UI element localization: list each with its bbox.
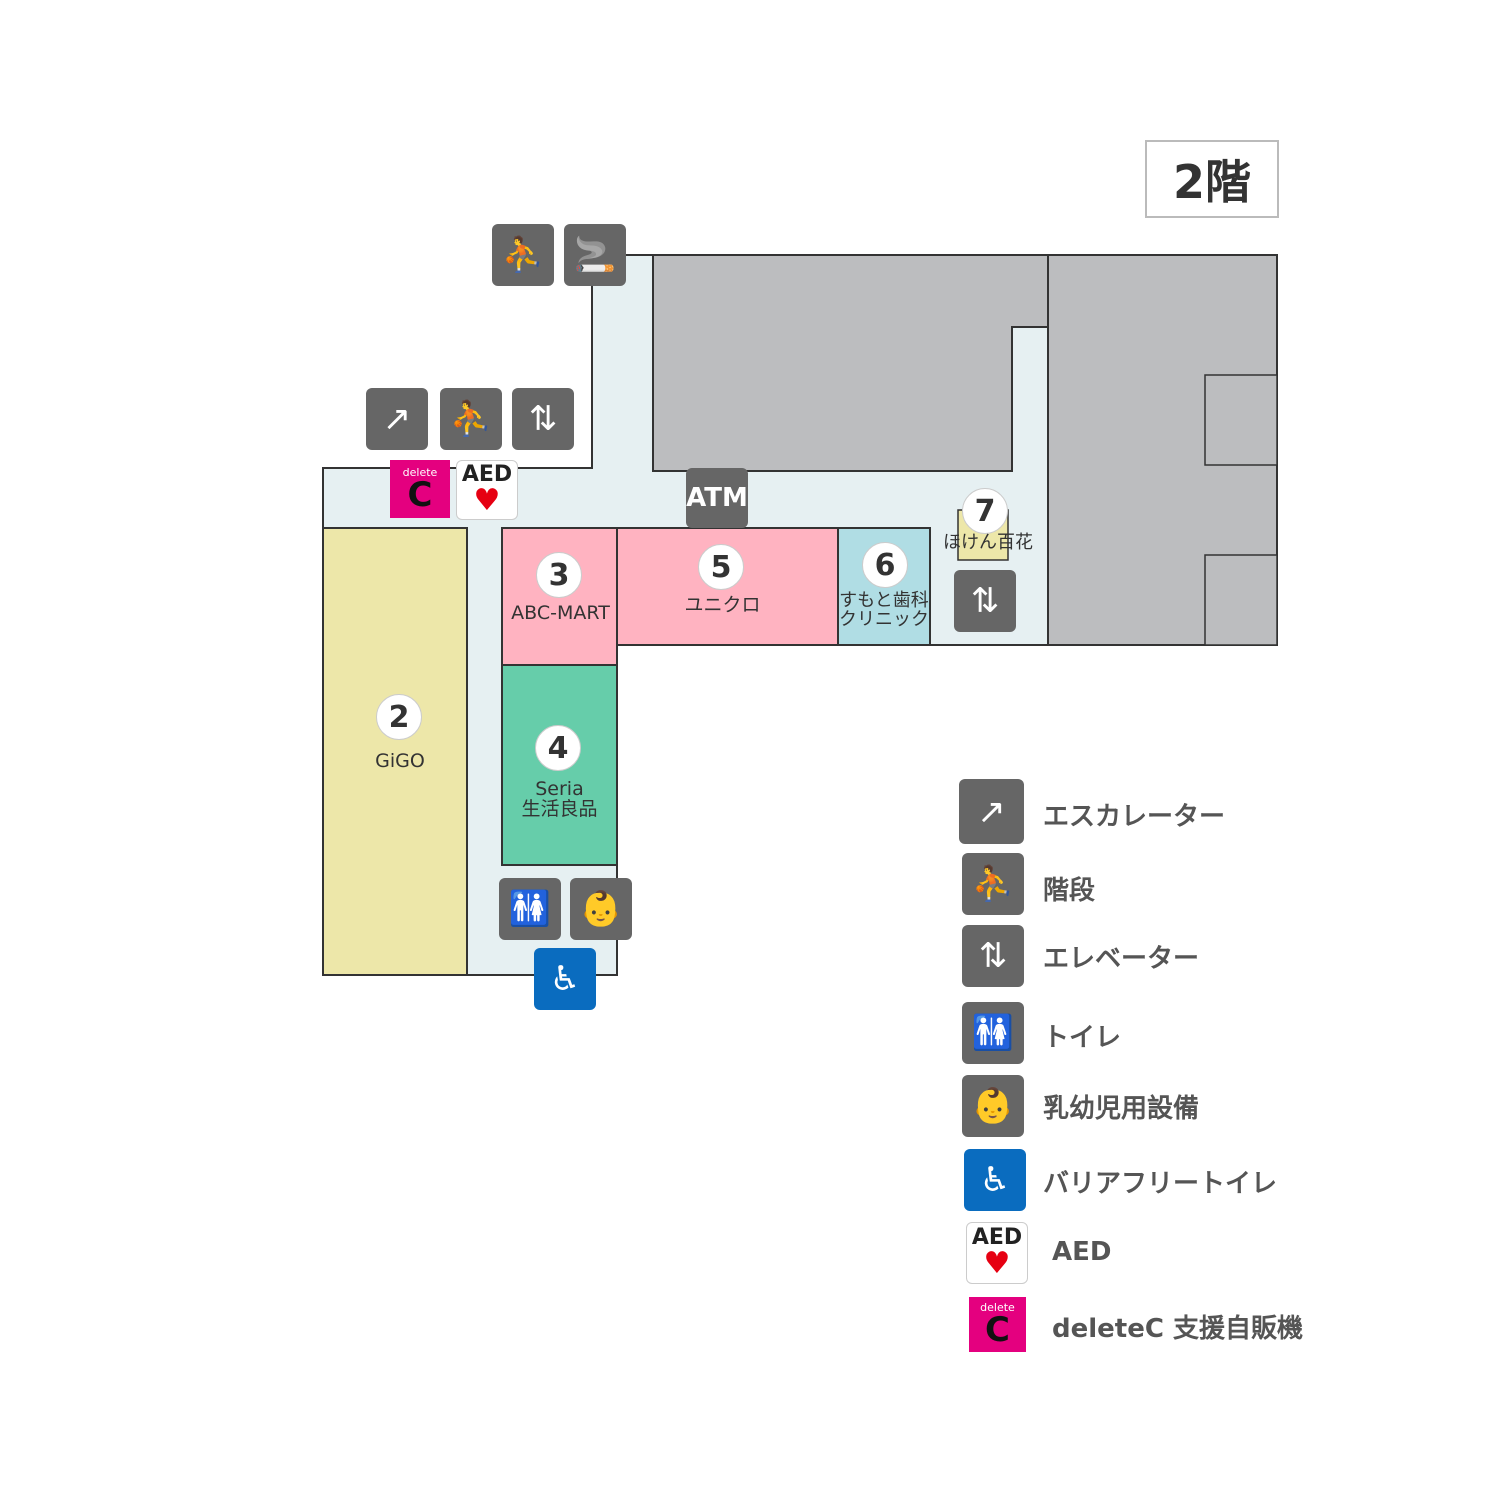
shop-name: すもと歯科 クリニック (839, 590, 929, 630)
closed-area (1204, 374, 1278, 466)
aed-icon: AED♥ (966, 1222, 1028, 1284)
elevator-icon: ⇅ (512, 388, 574, 450)
aed-text: AED (461, 462, 513, 487)
closed-area (652, 254, 1049, 472)
shop-number: 7 (962, 488, 1008, 534)
smoking-area-icon: 🚬 (564, 224, 626, 286)
baby-care-icon: 👶 (962, 1075, 1024, 1137)
legend-label: トイレ (1043, 1023, 1122, 1053)
shop-number: 3 (536, 552, 582, 598)
shop-number: 4 (535, 725, 581, 771)
accessible-restroom-icon: ♿ (534, 948, 596, 1010)
legend-label: deleteC 支援自販機 (1052, 1314, 1303, 1344)
aed-icon: AED♥ (456, 460, 518, 520)
floor-title: 2階 (1172, 155, 1251, 209)
legend-label: バリアフリートイレ (1043, 1169, 1278, 1199)
baby-care-icon: 👶 (570, 878, 632, 940)
legend-label: エスカレーター (1043, 802, 1226, 832)
legend-label: エレベーター (1043, 944, 1200, 974)
delete-text: delete (402, 465, 438, 479)
shop-number: 5 (698, 544, 744, 590)
stairs-icon: ⛹ (492, 224, 554, 286)
aed-text: AED (971, 1225, 1023, 1250)
delete-text: delete (980, 1301, 1015, 1314)
restroom-icon: 🚻 (499, 878, 561, 940)
accessible-restroom-icon: ♿ (964, 1149, 1026, 1211)
legend-label: AED (1052, 1237, 1112, 1267)
shop-name: ほけん百花 (943, 532, 1033, 553)
floor-title-box: 2階 (1145, 140, 1279, 218)
stairs-icon: ⛹ (440, 388, 502, 450)
shop-name: ABC-MART (511, 602, 610, 624)
legend-label: 階段 (1043, 876, 1096, 906)
shop-number: 6 (862, 542, 908, 588)
shop-name: GiGO (375, 750, 425, 772)
shop-name: Seria 生活良品 (521, 778, 598, 820)
shop-name: ユニクロ (684, 594, 761, 616)
shop-2-area (322, 527, 468, 976)
atm-icon: ATM (686, 468, 748, 528)
restroom-icon: 🚻 (962, 1002, 1024, 1064)
escalator-icon: ↗ (959, 779, 1024, 844)
elevator-icon: ⇅ (954, 570, 1016, 632)
closed-area (1204, 554, 1278, 646)
elevator-icon: ⇅ (962, 925, 1024, 987)
legend-label: 乳幼児用設備 (1043, 1094, 1200, 1124)
escalator-icon: ↗ (366, 388, 428, 450)
stairs-icon: ⛹ (962, 853, 1024, 915)
shop-number: 2 (376, 694, 422, 740)
